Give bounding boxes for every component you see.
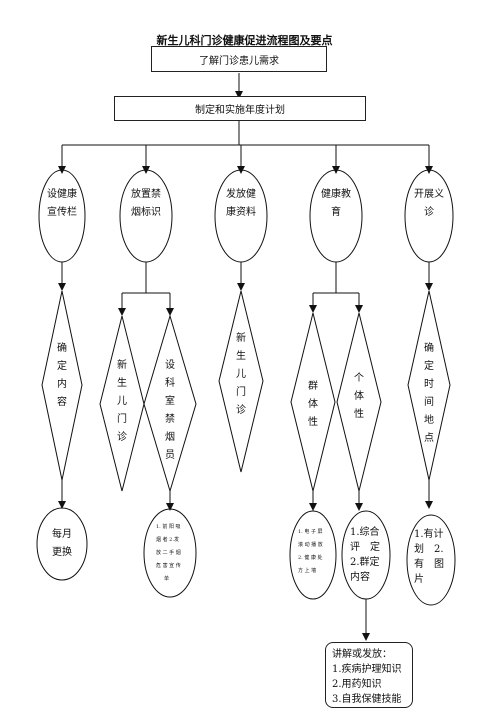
oval-label-col3: 发放健康资料 (226, 189, 256, 218)
annual-plan-box: 制定和实施年度计划 (114, 96, 366, 121)
result-label-col2: 1. 前 阳 吸烟 者 2.发 放 二 手 烟危 害 宣 传 单 (156, 524, 181, 582)
diamond-label-col4-left: 群体 性 (308, 381, 318, 428)
diagram-title: 新生儿科门诊健康促进流程图及要点 (156, 34, 333, 47)
result-label-col1: 每月更换 (52, 529, 72, 558)
oval-label-col4: 健康教育 (321, 189, 351, 218)
diamond-label-col4-right: 个体 性 (354, 373, 364, 420)
diamond-label-col3: 新生 儿门 诊 (236, 333, 246, 416)
oval-group-result (289, 510, 337, 600)
oval-label-col5: 开展义诊 (414, 189, 444, 218)
explain-distribute-box: 讲解或发放： 1.疾病护理知识 2.用药知识 3.自我保健技能 (325, 642, 413, 708)
oval-smoking-result (143, 508, 197, 598)
diamond-label-col5: 确定 时间 地点 (424, 343, 434, 444)
oval-label-col1: 设健康宣传栏 (47, 189, 77, 218)
result-label-col4-right: 1.综合评 定 2.群定内容 (350, 527, 380, 583)
result-label-col4-left: 1. 电 子 屏滚 动 播 放 2. 健 康 处方 上 墙 (298, 529, 323, 574)
result-label-col5: 1.有计划 2. 有 图片 (414, 529, 444, 585)
diamond-col2-left (99, 315, 145, 492)
oval-monthly (36, 507, 88, 581)
oval-plan-photo (406, 514, 456, 606)
diamond-label-col2-left: 新生 儿门 诊 (117, 360, 127, 443)
diamond-label-col1: 确定 内容 (57, 343, 67, 408)
oval-label-col2: 放置禁烟标识 (131, 189, 161, 218)
diamond-label-col2-right: 设科 室禁 烟员 (165, 360, 175, 461)
needs-box: 了解门诊患儿需求 (151, 46, 327, 72)
diamond-col3 (218, 290, 264, 473)
